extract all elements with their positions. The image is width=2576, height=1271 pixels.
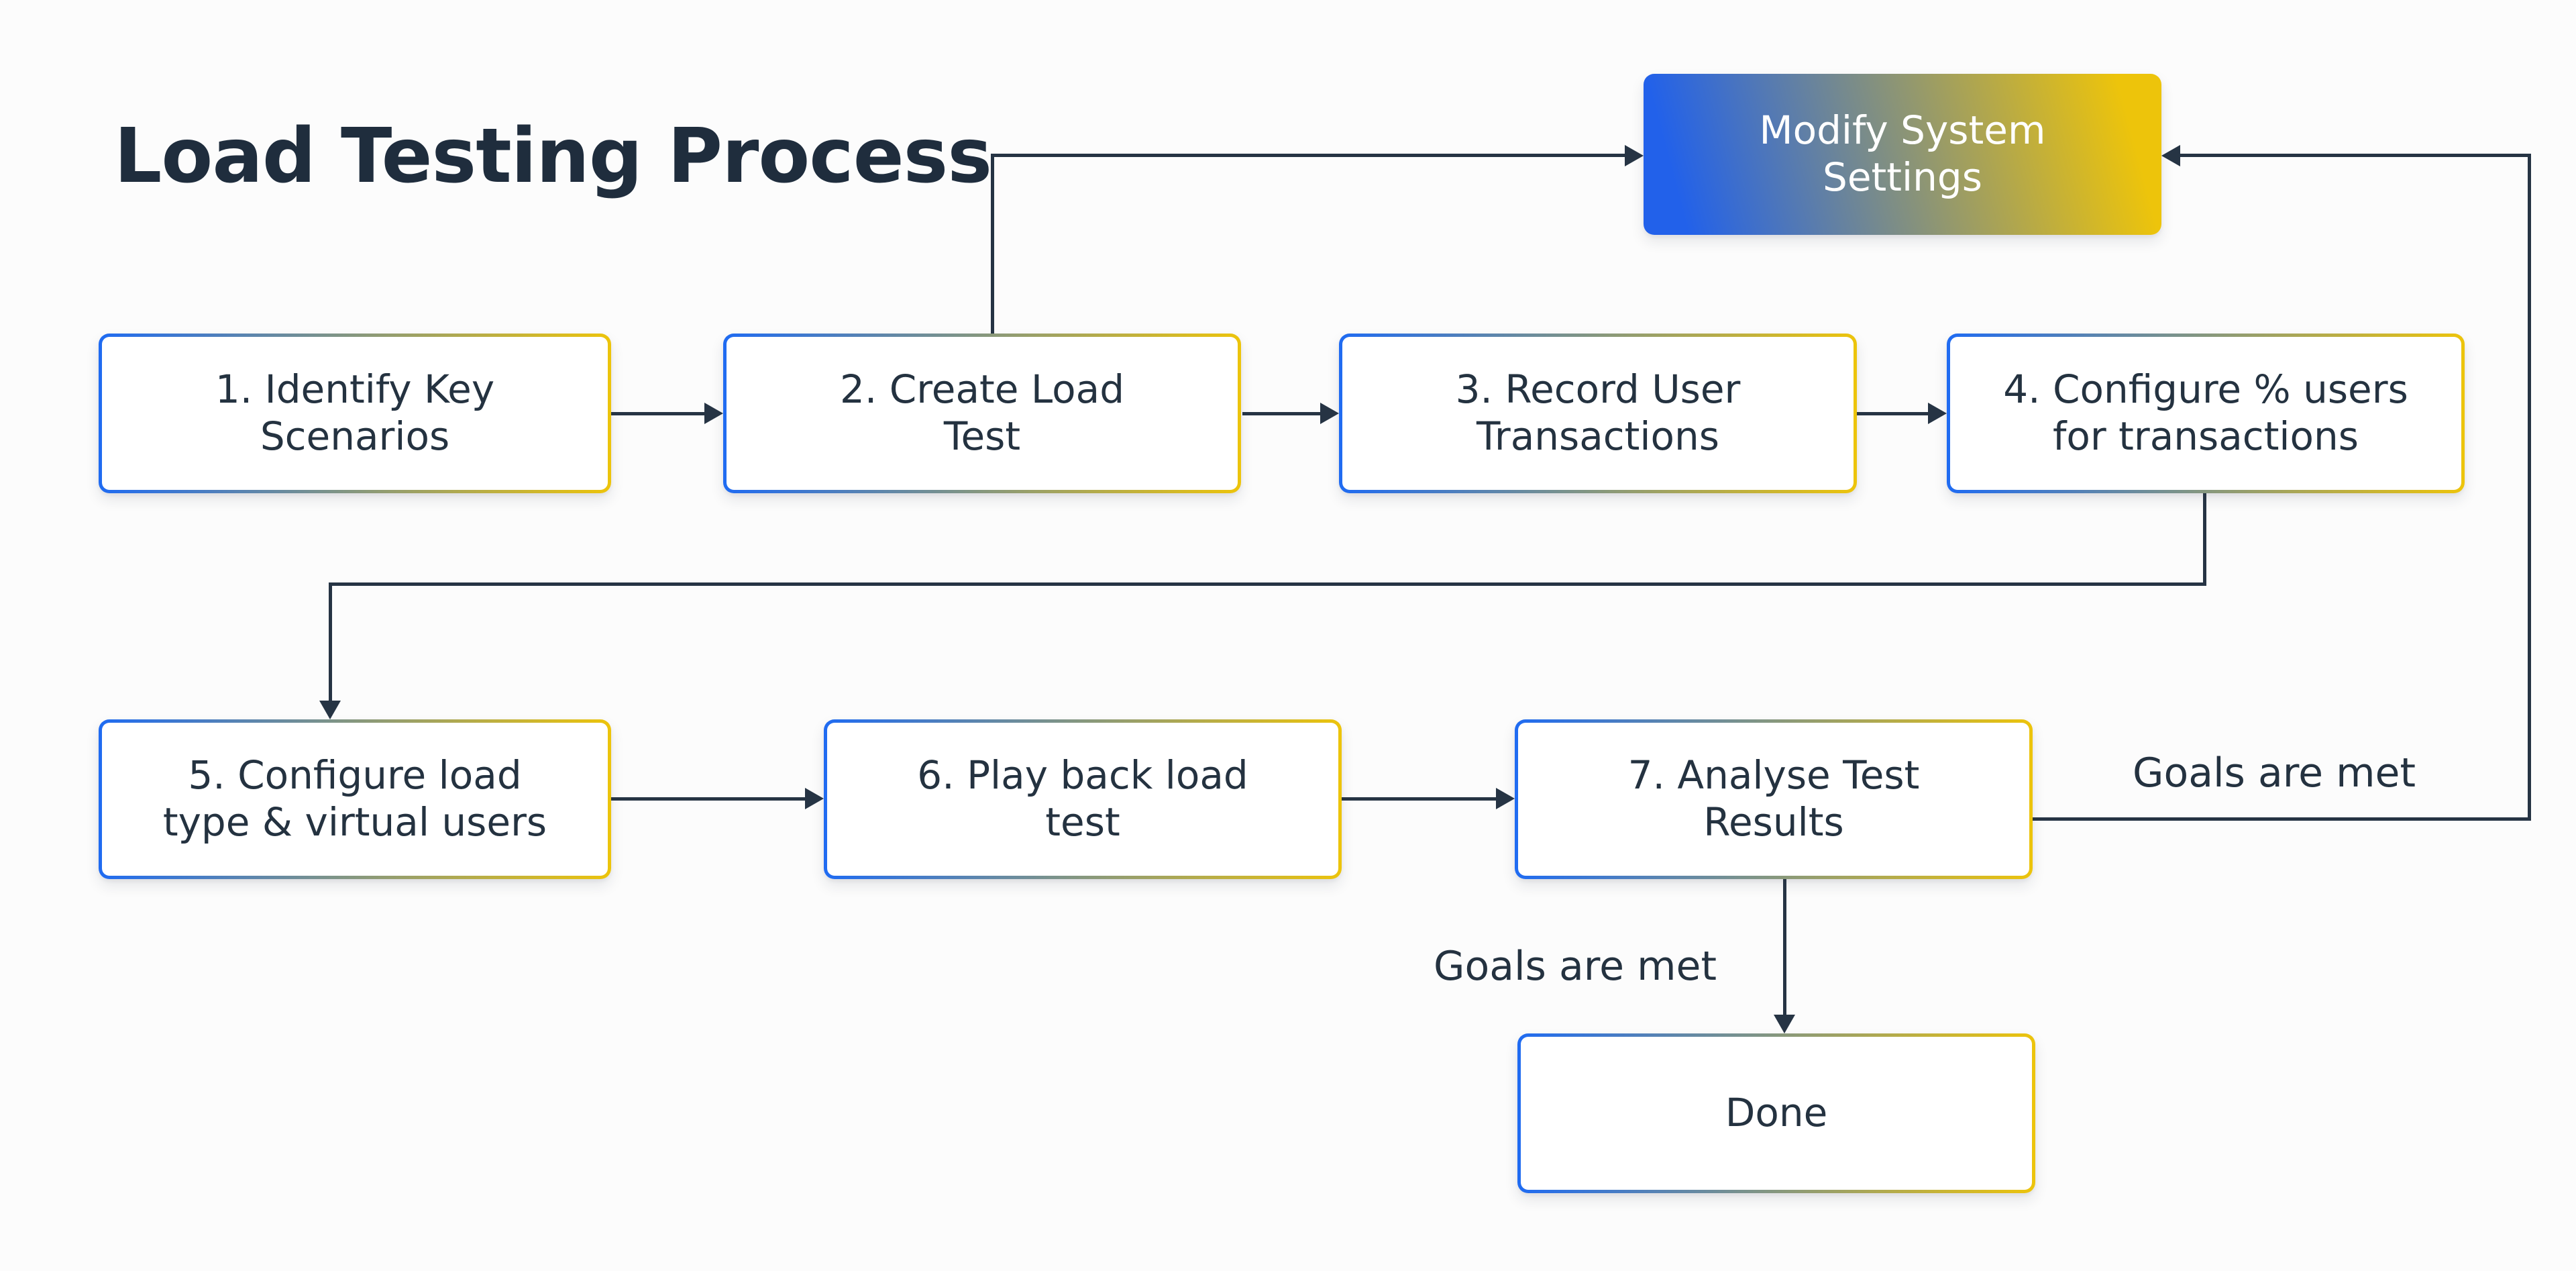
connector-step5-down [329, 582, 332, 701]
arrowhead-step4-step5 [319, 701, 341, 719]
arrowhead-step3-step4 [1928, 403, 1947, 424]
node-configure-percent-users: 4. Configure % users for transactions [1947, 334, 2465, 493]
arrowhead-step1-step2 [704, 403, 723, 424]
arrowhead-step5-step6 [805, 788, 824, 809]
connector-step2-modify-vertical [991, 154, 994, 334]
page-title: Load Testing Process [114, 113, 992, 200]
connector-step6-step7 [1342, 797, 1496, 801]
connector-step7-modify-vertical [2528, 154, 2531, 821]
connector-step2-modify-horizontal [991, 154, 1625, 157]
arrowhead-step7-modify [2161, 145, 2180, 166]
arrowhead-step2-modify [1625, 145, 1644, 166]
connector-step7-done [1783, 879, 1786, 1015]
connector-step7-modify-horizontal [2180, 154, 2531, 157]
connector-step4-step5-horizontal [329, 582, 2206, 586]
node-configure-load-type: 5. Configure load type & virtual users [99, 719, 611, 879]
node-modify-system-settings: Modify System Settings [1644, 74, 2161, 235]
arrowhead-step7-done [1774, 1015, 1795, 1033]
connector-step1-step2 [611, 412, 704, 415]
connector-step3-step4 [1857, 412, 1928, 415]
arrowhead-step6-step7 [1496, 788, 1515, 809]
node-create-load-test: 2. Create Load Test [723, 334, 1241, 493]
edge-label-goals-met-right: Goals are met [2133, 750, 2416, 797]
connector-step4-down [2203, 493, 2206, 586]
node-play-back-load-test: 6. Play back load test [824, 719, 1342, 879]
arrowhead-step2-step3 [1320, 403, 1339, 424]
node-identify-key-scenarios: 1. Identify Key Scenarios [99, 334, 611, 493]
edge-label-goals-met-bottom: Goals are met [1434, 943, 1717, 990]
node-record-user-transactions: 3. Record User Transactions [1339, 334, 1857, 493]
node-done: Done [1517, 1033, 2035, 1193]
connector-step5-step6 [611, 797, 805, 801]
connector-step7-right [2033, 817, 2531, 821]
connector-step2-step3 [1242, 412, 1320, 415]
node-analyse-test-results: 7. Analyse Test Results [1515, 719, 2033, 879]
